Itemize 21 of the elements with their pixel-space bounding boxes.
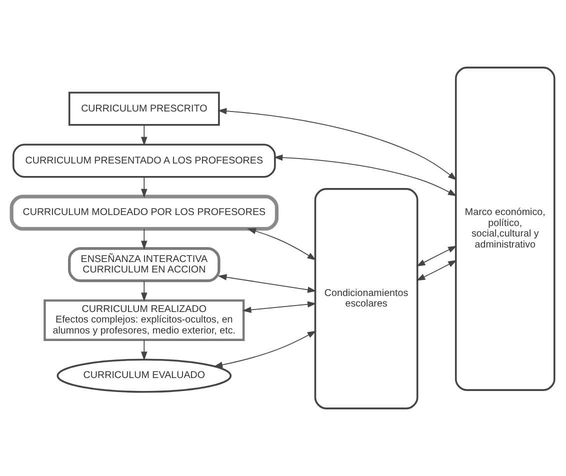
- arrow: [141, 124, 148, 146]
- node-box: CURRICULUM MOLDEADO POR LOS PROFESORES: [10, 194, 279, 231]
- node-box: CURRICULUM PRESCRITO: [68, 92, 220, 126]
- node-ellipse: CURRICULUM EVALUADO: [56, 358, 232, 393]
- arrow: [218, 274, 317, 293]
- node-box: Condicionamientos escolares: [314, 188, 418, 410]
- node-box: CURRICULUM REALIZADO Efectos complejos: explícitos-ocultos, en alumnos y profesores, medio exterior, etc.: [44, 299, 245, 341]
- arrow: [141, 228, 148, 250]
- node-box: CURRICULUM PRESENTADO A LOS PROFESORES: [12, 144, 276, 178]
- arrow: [242, 301, 317, 313]
- arrow: [141, 176, 148, 198]
- arrow: [141, 280, 148, 302]
- arrow: [416, 246, 458, 267]
- node-box: ENSEÑANZA INTERACTIVA CURRICULUM EN ACCION: [68, 247, 220, 282]
- arrow: [141, 340, 148, 361]
- arrow: [214, 330, 316, 368]
- node-box: Marco económico, político, social,cultural y administrativo: [454, 66, 556, 391]
- arrow: [218, 108, 457, 180]
- arrow: [247, 228, 316, 260]
- arrow: [416, 260, 458, 281]
- arrow: [274, 154, 457, 196]
